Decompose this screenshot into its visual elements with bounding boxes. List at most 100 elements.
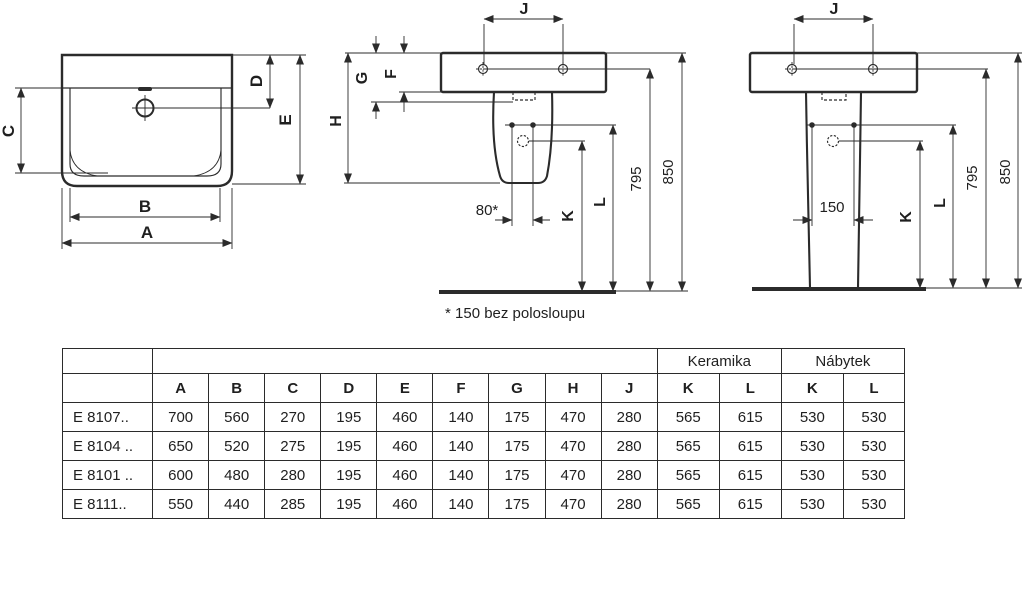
value-cell: 480	[208, 460, 266, 490]
dim-label-g: G	[354, 72, 371, 84]
model-cell: E 8101 ..	[61, 460, 154, 490]
value-cell: 530	[842, 402, 906, 432]
value-cell: 280	[600, 431, 658, 461]
col-header: B	[208, 373, 266, 403]
value-cell: 175	[488, 402, 546, 432]
value-cell: 280	[264, 460, 322, 490]
model-cell: E 8111..	[61, 489, 154, 519]
value-cell: 440	[208, 489, 266, 519]
dim-label-f: F	[383, 69, 400, 79]
value-cell: 460	[376, 489, 434, 519]
dim-label-l: L	[592, 197, 609, 207]
value-cell: 700	[152, 402, 210, 432]
value-cell: 140	[432, 402, 490, 432]
col-header-model	[61, 373, 154, 403]
value-cell: 530	[842, 489, 906, 519]
side-view-pedestal: J 150 K L 795 850	[748, 1, 1023, 291]
value-cell: 280	[600, 402, 658, 432]
drain-hole-dashed	[516, 134, 530, 148]
basin-side-outline	[748, 51, 919, 94]
basin-inner-bowl	[69, 88, 222, 177]
value-cell: 470	[544, 460, 602, 490]
value-cell: 615	[718, 460, 782, 490]
dim-label-h: H	[328, 115, 345, 127]
bowl-fillet-right	[193, 149, 222, 177]
value-cell: 460	[376, 402, 434, 432]
dim-label-j: J	[520, 1, 529, 18]
dimensions-table: Keramika Nábytek A B C D E F G H J K L K…	[61, 348, 906, 519]
col-header: C	[264, 373, 322, 403]
dim-label-k: K	[898, 211, 915, 223]
dim-label-j: J	[830, 1, 839, 18]
value-cell: 470	[544, 431, 602, 461]
dim-label-850: 850	[660, 159, 677, 184]
dim-label-850: 850	[997, 159, 1014, 184]
value-cell: 280	[600, 489, 658, 519]
tap-hole-icon	[132, 87, 158, 121]
model-cell: E 8104 ..	[61, 431, 154, 461]
value-cell: 520	[208, 431, 266, 461]
model-cell: E 8107..	[61, 402, 154, 432]
value-cell: 615	[718, 431, 782, 461]
value-cell: 270	[264, 402, 322, 432]
table-group-header-row: Keramika Nábytek	[61, 348, 906, 374]
value-cell: 280	[600, 460, 658, 490]
dim-80-ext-lines	[511, 125, 534, 226]
dim-label-l: L	[932, 198, 949, 208]
value-cell: 140	[432, 489, 490, 519]
drain-hole-dashed	[826, 134, 840, 148]
group-header-keramika: Keramika	[656, 348, 782, 374]
value-cell: 565	[656, 460, 720, 490]
value-cell: 285	[264, 489, 322, 519]
dim-label-795: 795	[628, 166, 645, 191]
value-cell: 470	[544, 489, 602, 519]
dim-label-b: B	[139, 197, 151, 216]
col-header: E	[376, 373, 434, 403]
table-row: E 8107.. 700 560 270 195 460 140 175 470…	[61, 402, 906, 432]
dim-label-k: K	[560, 210, 577, 222]
col-header: L	[842, 373, 906, 403]
side-view-half-pedestal: J G F H 80* K L 795 850	[328, 1, 688, 322]
value-cell: 140	[432, 460, 490, 490]
value-cell: 175	[488, 489, 546, 519]
dim-j-ext-lines	[793, 24, 874, 64]
basin-outer-shape	[60, 53, 234, 188]
col-header: J	[600, 373, 658, 403]
front-view: C D E B A	[0, 53, 306, 249]
value-cell: 615	[718, 402, 782, 432]
table-column-header-row: A B C D E F G H J K L K L	[61, 373, 906, 403]
dim-j-ext-lines	[483, 24, 564, 64]
value-cell: 530	[780, 402, 844, 432]
value-cell: 530	[780, 460, 844, 490]
col-header: L	[718, 373, 782, 403]
value-cell: 530	[842, 460, 906, 490]
group-header-empty	[61, 348, 154, 374]
pedestal-outline	[804, 91, 863, 290]
value-cell: 195	[320, 431, 378, 461]
table-row: E 8111.. 550 440 285 195 460 140 175 470…	[61, 489, 906, 519]
value-cell: 530	[842, 431, 906, 461]
footnote: * 150 bez polosloupu	[445, 305, 585, 322]
dim-150-ext-lines	[811, 125, 855, 226]
group-header-nabytek: Nábytek	[780, 348, 906, 374]
value-cell: 565	[656, 431, 720, 461]
table-row: E 8101 .. 600 480 280 195 460 140 175 47…	[61, 460, 906, 490]
dim-label-80: 80*	[476, 202, 499, 219]
bowl-fillet-left	[69, 149, 98, 177]
value-cell: 600	[152, 460, 210, 490]
dim-label-150: 150	[819, 199, 844, 216]
value-cell: 195	[320, 489, 378, 519]
dim-label-795: 795	[964, 165, 981, 190]
dim-label-d: D	[247, 75, 266, 87]
value-cell: 565	[656, 402, 720, 432]
col-header: D	[320, 373, 378, 403]
dim-label-a: A	[141, 223, 153, 242]
dim-a-ext-lines	[61, 188, 233, 249]
value-cell: 175	[488, 431, 546, 461]
col-header: F	[432, 373, 490, 403]
value-cell: 140	[432, 431, 490, 461]
value-cell: 560	[208, 402, 266, 432]
technical-drawings: C D E B A J G	[0, 1, 1023, 322]
value-cell: 195	[320, 460, 378, 490]
value-cell: 530	[780, 489, 844, 519]
